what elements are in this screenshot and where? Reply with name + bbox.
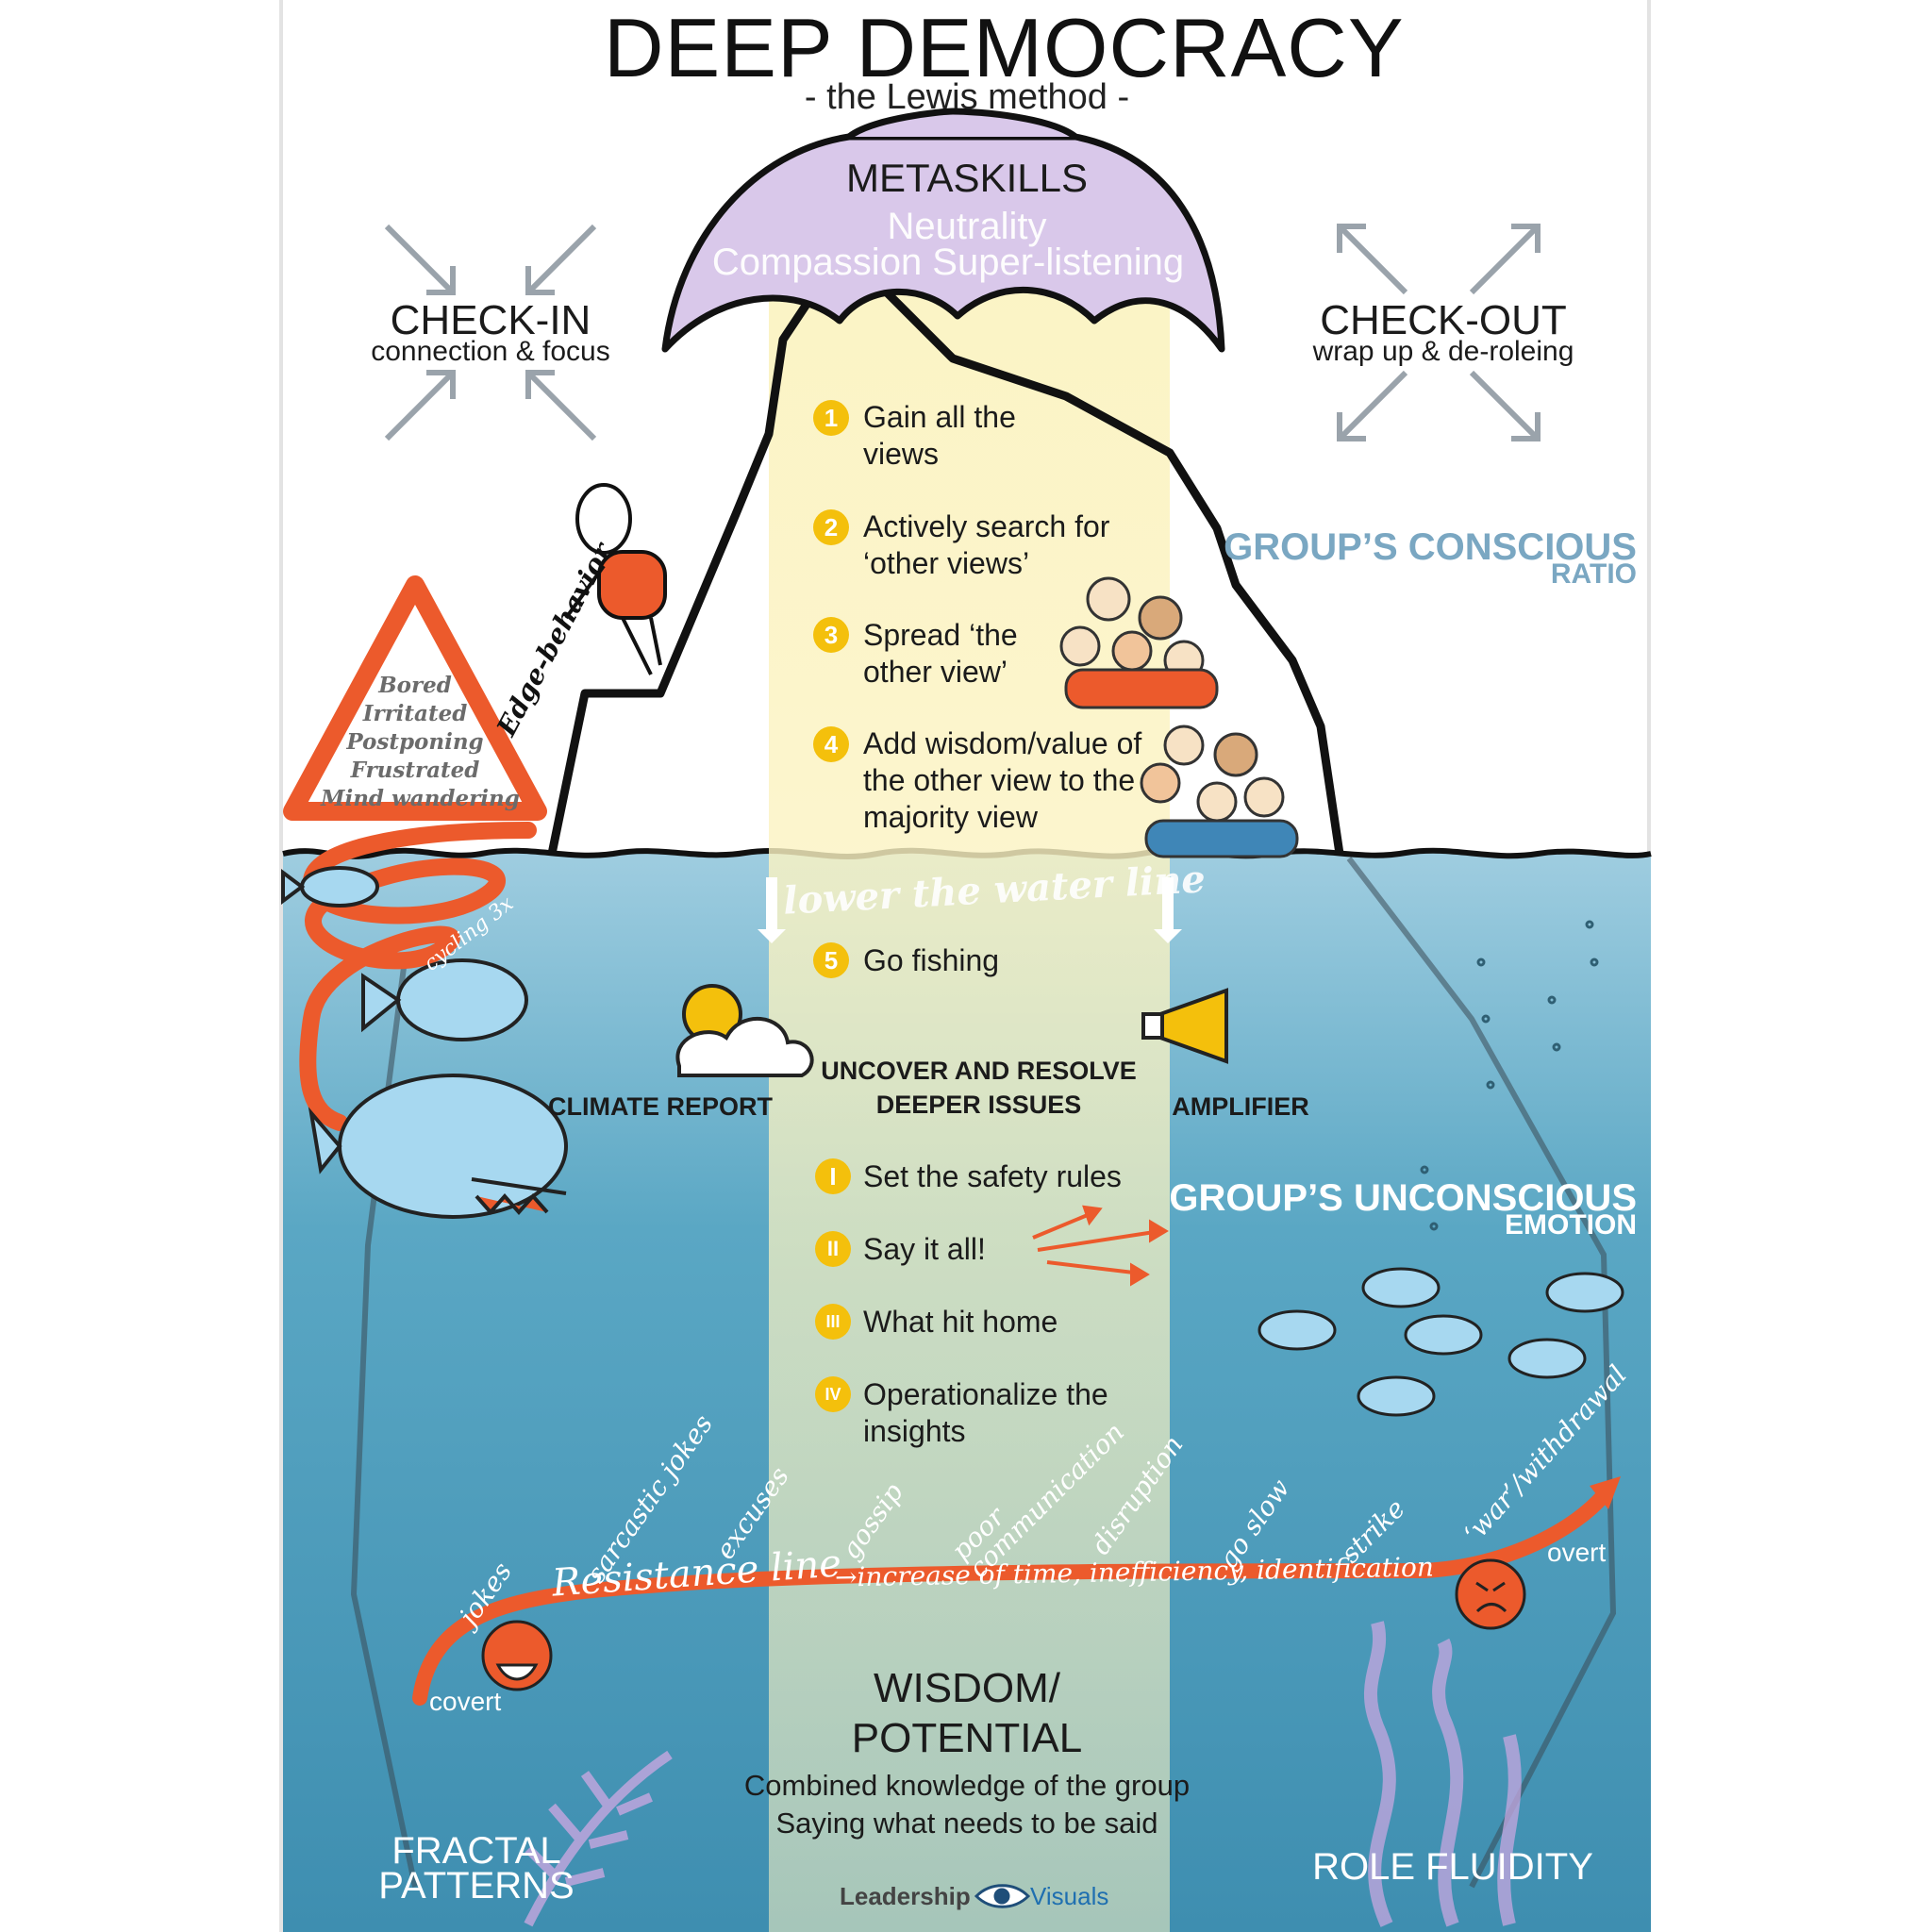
wisdom-line-2: Saying what needs to be said <box>775 1807 1158 1840</box>
uncover-line-1: UNCOVER AND RESOLVE <box>821 1057 1137 1085</box>
check-out-sub: wrap up & de-roleing <box>1312 336 1574 367</box>
metaskill-neutrality: Neutrality <box>887 206 1047 247</box>
warning-line: Bored <box>378 673 452 698</box>
check-out-title: CHECK-OUT <box>1320 297 1567 343</box>
page-title: DEEP DEMOCRACY <box>604 1 1405 94</box>
step-badge: 5 <box>813 942 849 978</box>
step-badge: 3 <box>813 617 849 653</box>
wisdom-title-2: POTENTIAL <box>851 1715 1083 1761</box>
unconscious-sub: EMOTION <box>1505 1209 1637 1241</box>
umbrella-icon <box>661 108 1225 353</box>
eye-logo-icon <box>974 1884 1031 1908</box>
crowd-icon <box>1059 576 1299 858</box>
check-out-arrows-icon <box>1337 224 1541 441</box>
warning-line: Mind wandering <box>321 786 520 811</box>
roman-badge: II <box>815 1231 851 1267</box>
angry-emoji-icon <box>1455 1558 1526 1630</box>
roman-badge: IV <box>815 1376 851 1412</box>
warning-line: Postponing <box>346 729 484 755</box>
sun-cloud-icon <box>675 984 814 1077</box>
warning-line: Frustrated <box>350 758 480 783</box>
step-3-text: Spread ‘the other view’ <box>863 618 1018 689</box>
warning-line: Irritated <box>362 701 468 726</box>
step-5-text: Go fishing <box>863 943 1000 977</box>
roman-badge: I <box>815 1158 851 1194</box>
resistance-line <box>412 1488 1611 1706</box>
unconscious-title: GROUP’S UNCONSCIOUS <box>1169 1177 1637 1219</box>
roman-step-1: Set the safety rules <box>863 1159 1122 1193</box>
uncover-line-2: DEEPER ISSUES <box>875 1091 1082 1119</box>
check-in-sub: connection & focus <box>371 336 610 367</box>
climber-icon <box>564 483 667 675</box>
overt-label: overt <box>1547 1538 1607 1567</box>
step-badge: 2 <box>813 509 849 545</box>
step-badge: 1 <box>813 400 849 436</box>
bubbles-icon <box>1420 920 1599 1231</box>
umbrella-title: METASKILLS <box>846 156 1088 200</box>
step-4-text: Add wisdom/value of the other view to th… <box>863 726 1142 834</box>
fish-icon <box>281 866 568 1219</box>
fish-school-icon <box>1257 1267 1624 1417</box>
roman-step-2: Say it all! <box>863 1232 986 1266</box>
seaweed-icon <box>1363 1621 1522 1927</box>
roman-badge: III <box>815 1304 851 1340</box>
footer-brand-2: Visuals <box>1030 1882 1109 1910</box>
roman-step-4: Operationalize the insights <box>863 1377 1108 1448</box>
wisdom-title-1: WISDOM/ <box>874 1665 1060 1711</box>
check-in-title: CHECK-IN <box>390 297 591 343</box>
check-in-arrows-icon <box>384 224 597 441</box>
step-badge: 4 <box>813 726 849 762</box>
conscious-title: GROUP’S CONSCIOUS <box>1224 526 1637 568</box>
laughing-emoji-icon <box>481 1620 553 1691</box>
fractal-label-1: FRACTAL <box>391 1830 561 1872</box>
roman-step-3: What hit home <box>863 1305 1058 1339</box>
step-2-text: Actively search for ‘other views’ <box>863 509 1110 580</box>
covert-label: covert <box>429 1687 502 1716</box>
climate-report-label: CLIMATE REPORT <box>548 1092 773 1121</box>
footer-brand-1: Leadership <box>840 1882 971 1910</box>
focus-beam <box>769 283 1170 1932</box>
step-1-text: Gain all the views <box>863 400 1016 471</box>
arrow-icon <box>1032 1205 1169 1287</box>
amplifier-label: AMPLIFIER <box>1172 1092 1309 1121</box>
water-line-arrows <box>758 877 1182 943</box>
warning-triangle-icon <box>283 575 547 821</box>
fractal-label-2: PATTERNS <box>378 1865 575 1907</box>
wisdom-line-1: Combined knowledge of the group <box>743 1769 1191 1802</box>
metaskill-compassion: Compassion Super-listening <box>711 242 1185 283</box>
role-fluidity-label: ROLE FLUIDITY <box>1312 1846 1593 1888</box>
conscious-sub: RATIO <box>1550 558 1637 590</box>
megaphone-icon <box>1141 988 1228 1064</box>
fern-icon <box>524 1750 673 1927</box>
page-subtitle: - the Lewis method - <box>804 77 1130 117</box>
iceberg-outline <box>547 278 1344 855</box>
